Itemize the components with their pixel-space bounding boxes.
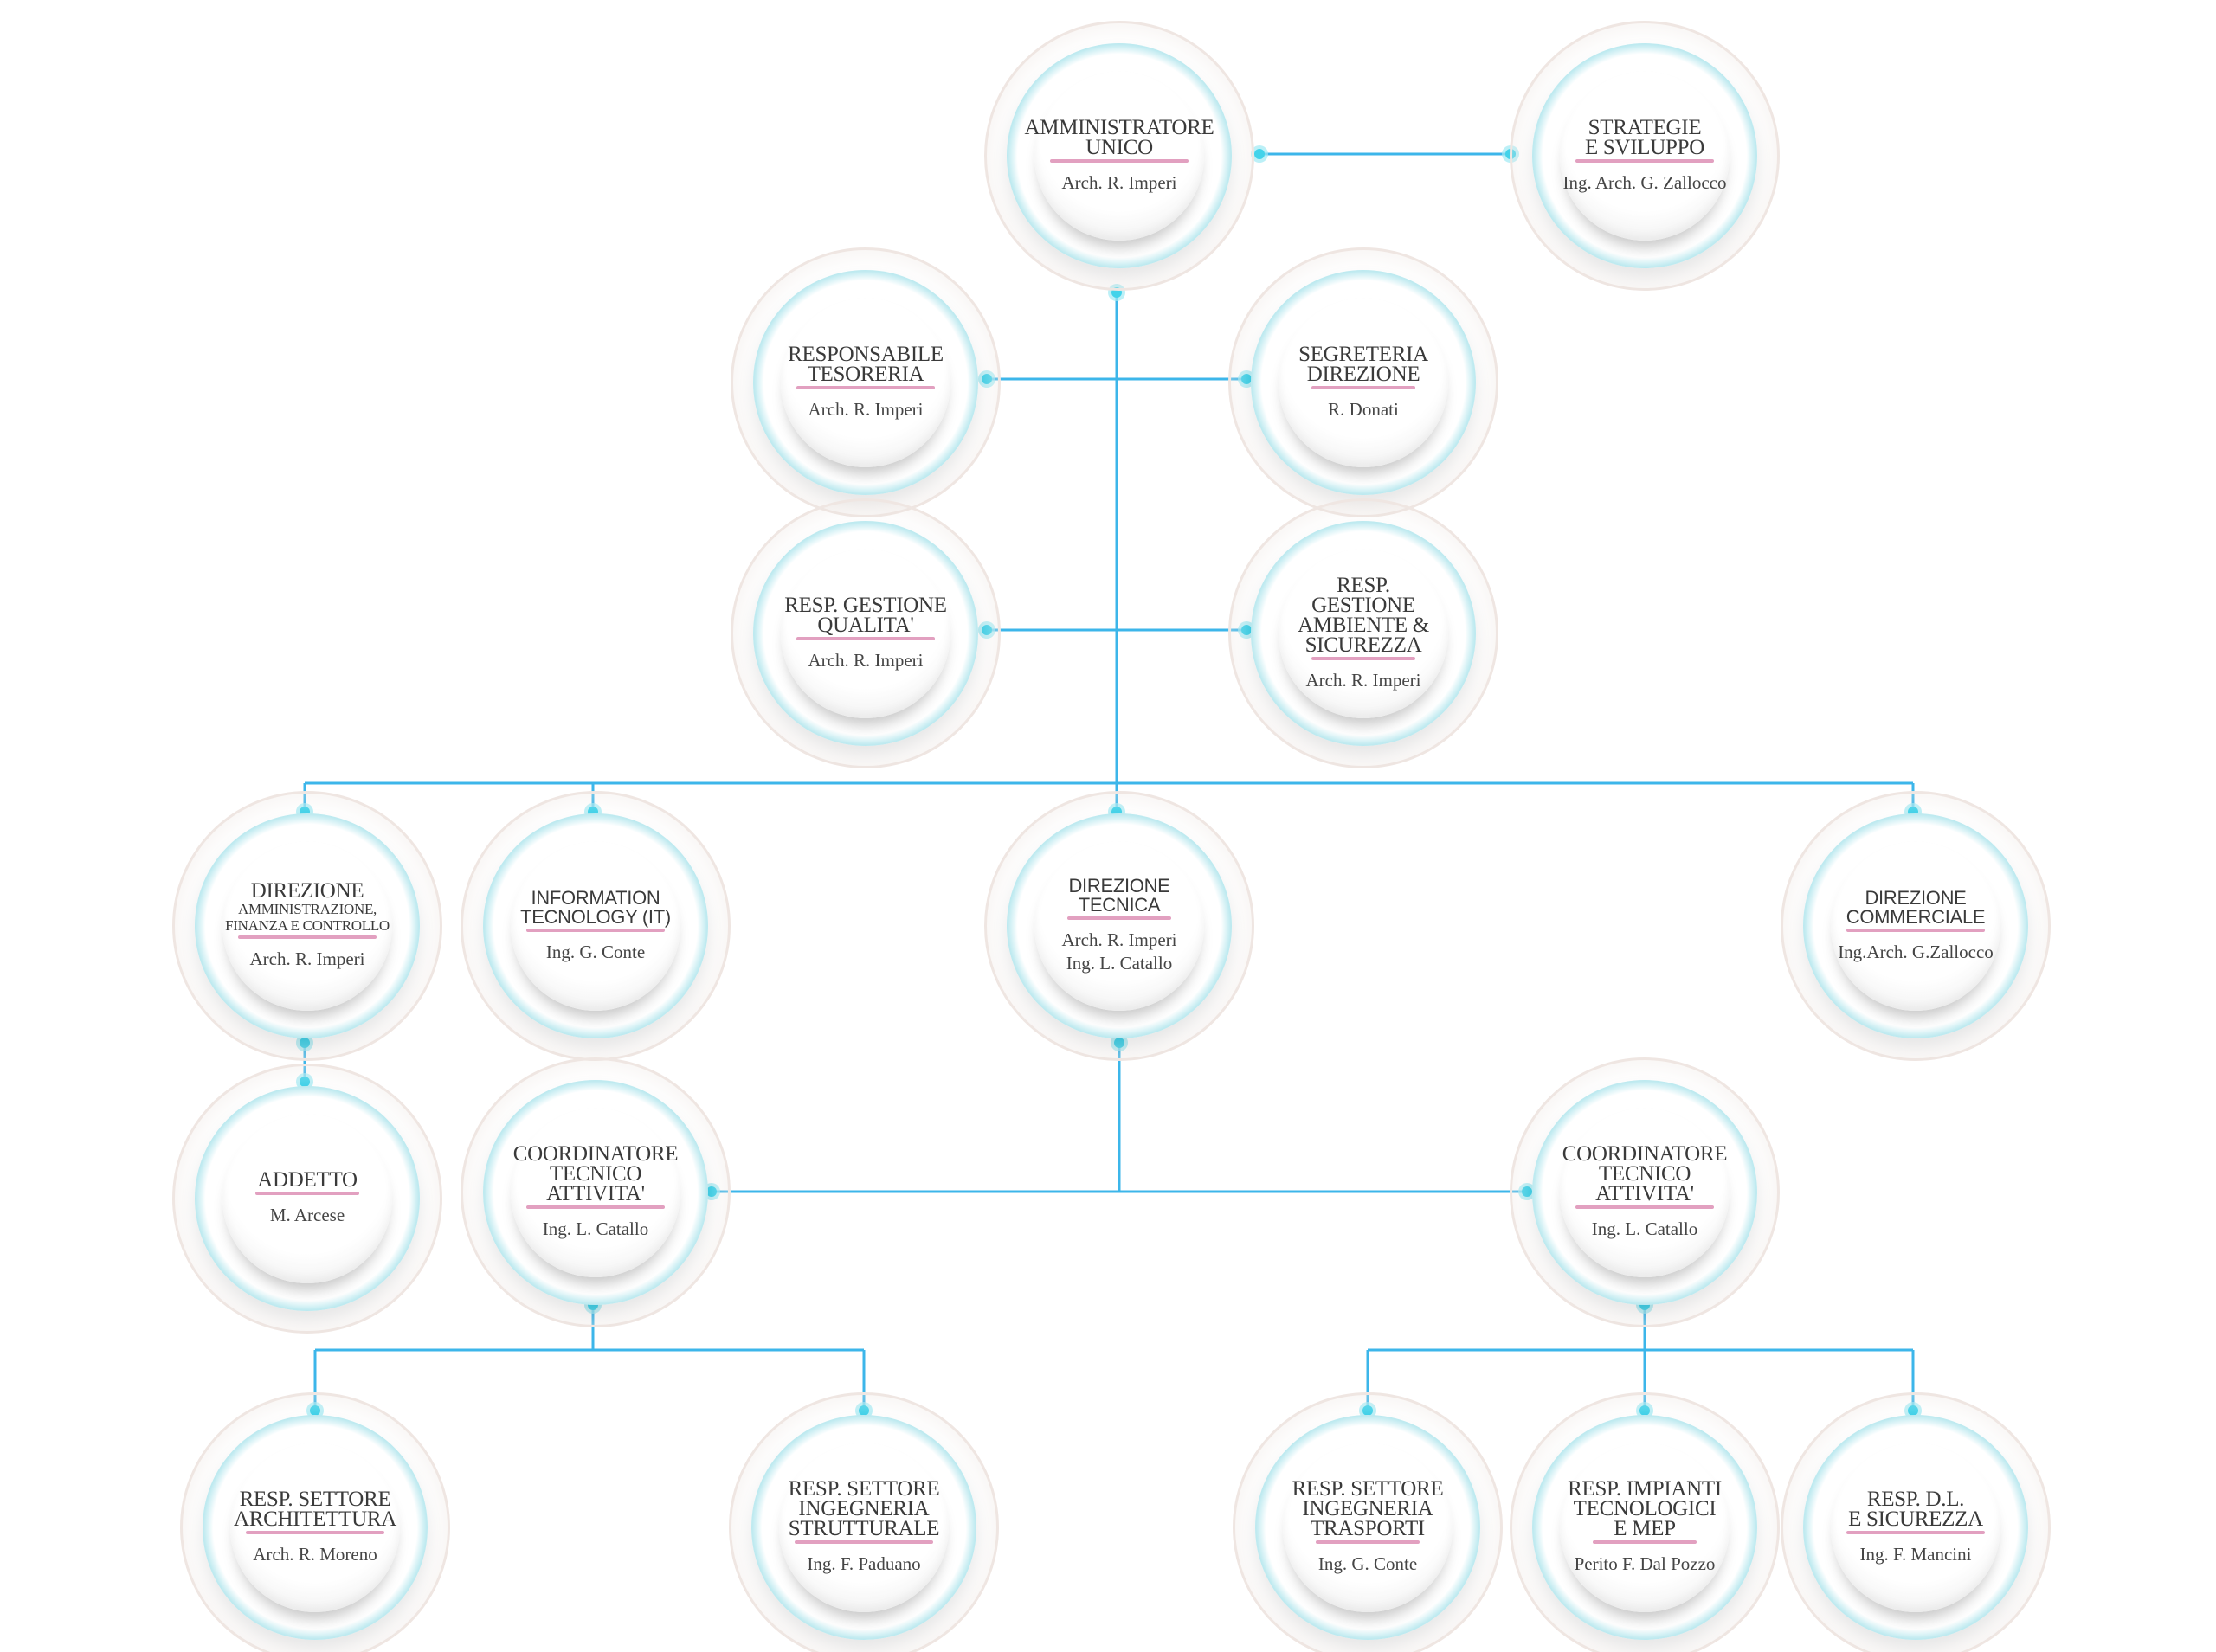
node-person: Ing. F. Paduano	[807, 1553, 921, 1574]
node-person: Arch. R. Imperi	[808, 398, 924, 420]
node-title: RESP. GESTIONE QUALITA'	[784, 593, 947, 637]
title-underline	[1311, 385, 1415, 389]
node-resp-dl-sicurezza: RESP. D.L. E SICUREZZA Ing. F. Mancini	[1781, 1392, 2051, 1652]
node-person: Arch. R. Imperi	[249, 948, 365, 969]
node-person: Ing. L. Catallo	[542, 1218, 649, 1239]
title-underline	[1593, 1540, 1697, 1544]
node-resp-settore-trasporti: RESP. SETTORE INGEGNERIA TRASPORTI Ing. …	[1233, 1392, 1503, 1652]
node-strategie-sviluppo: STRATEGIE E SVILUPPO Ing. Arch. G. Zallo…	[1510, 21, 1780, 291]
node-addetto: ADDETTO M. Arcese	[172, 1064, 442, 1334]
node-person: M. Arcese	[269, 1205, 345, 1225]
title-underline	[795, 1540, 933, 1544]
node-title: AMMINISTRATORE UNICO	[1024, 115, 1214, 159]
title-underline	[255, 1192, 359, 1195]
node-person: Arch. R. Imperi Ing. L. Catallo	[1061, 929, 1177, 974]
title-underline	[526, 928, 665, 932]
title-underline	[796, 636, 935, 640]
title-underline	[1846, 1530, 1985, 1534]
node-amministratore-unico: AMMINISTRATORE UNICO Arch. R. Imperi	[984, 21, 1254, 291]
node-coordinatore-tecnico-2: COORDINATORE TECNICO ATTIVITA' Ing. L. C…	[1510, 1057, 1780, 1327]
node-resp-impianti-mep: RESP. IMPIANTI TECNOLOGICI E MEP Perito …	[1510, 1392, 1780, 1652]
title-underline	[526, 1205, 665, 1209]
title-underline	[796, 385, 935, 389]
node-title: SEGRETERIA DIREZIONE	[1298, 342, 1428, 386]
node-segreteria-direzione: SEGRETERIA DIREZIONE R. Donati	[1228, 247, 1498, 517]
node-resp-gestione-ambiente-sicurezza: RESP. GESTIONE AMBIENTE & SICUREZZA Arch…	[1228, 498, 1498, 768]
title-underline	[1575, 158, 1714, 163]
node-person: Arch. R. Moreno	[253, 1543, 377, 1565]
node-person: Arch. R. Imperi	[1305, 669, 1421, 691]
node-direzione-commerciale: DIREZIONE COMMERCIALE Ing.Arch. G.Zalloc…	[1781, 791, 2051, 1061]
node-title: DIREZIONE COMMERCIALE	[1846, 886, 1986, 928]
node-person: Ing.Arch. G.Zallocco	[1838, 941, 1994, 962]
node-person: Ing. G. Conte	[545, 941, 646, 962]
node-person: Ing. F. Mancini	[1859, 1543, 1972, 1565]
node-person: Ing. G. Conte	[1317, 1553, 1418, 1574]
node-direzione-tecnica: DIREZIONE TECNICA Arch. R. Imperi Ing. L…	[984, 791, 1254, 1061]
node-title: RESP. D.L. E SICUREZZA	[1848, 1487, 1983, 1531]
node-title: DIREZIONE	[250, 879, 364, 903]
title-underline	[1311, 656, 1415, 660]
node-title: RESPONSABILE TESORERIA	[788, 342, 944, 386]
node-title: INFORMATION TECNOLOGY (IT)	[520, 886, 671, 928]
title-underline	[246, 1530, 384, 1534]
node-information-tecnology: INFORMATION TECNOLOGY (IT) Ing. G. Conte	[461, 791, 731, 1061]
node-resp-settore-architettura: RESP. SETTORE ARCHITETTURA Arch. R. More…	[180, 1392, 450, 1652]
node-title: RESP. SETTORE INGEGNERIA TRASPORTI	[1292, 1477, 1444, 1540]
node-person: Arch. R. Imperi	[808, 649, 924, 671]
node-title: RESP. SETTORE ARCHITETTURA	[233, 1487, 397, 1531]
title-underline	[1050, 158, 1189, 163]
node-person: Perito F. Dal Pozzo	[1574, 1553, 1716, 1574]
node-direzione-amministrazione: DIREZIONE AMMINISTRAZIONE, FINANZA E CON…	[172, 791, 442, 1061]
title-underline	[1067, 916, 1171, 920]
node-title: STRATEGIE E SVILUPPO	[1585, 115, 1704, 159]
node-title: RESP. GESTIONE AMBIENTE & SICUREZZA	[1298, 573, 1429, 657]
node-person: Arch. R. Imperi	[1061, 171, 1177, 193]
node-resp-settore-strutturale: RESP. SETTORE INGEGNERIA STRUTTURALE Ing…	[729, 1392, 999, 1652]
node-responsabile-tesoreria: RESPONSABILE TESORERIA Arch. R. Imperi	[731, 247, 1001, 517]
node-title: DIREZIONE TECNICA	[1068, 875, 1170, 916]
node-title: ADDETTO	[257, 1168, 358, 1192]
node-title: RESP. IMPIANTI TECNOLOGICI E MEP	[1568, 1477, 1722, 1540]
node-person: Ing. L. Catallo	[1591, 1218, 1698, 1239]
title-underline	[238, 935, 377, 939]
node-title: RESP. SETTORE INGEGNERIA STRUTTURALE	[788, 1477, 940, 1540]
node-coordinatore-tecnico-1: COORDINATORE TECNICO ATTIVITA' Ing. L. C…	[461, 1057, 731, 1327]
node-title: COORDINATORE TECNICO ATTIVITA'	[512, 1142, 679, 1205]
title-underline	[1316, 1540, 1420, 1544]
title-underline	[1575, 1205, 1714, 1209]
node-person: Ing. Arch. G. Zallocco	[1562, 171, 1727, 193]
node-subtitle: AMMINISTRAZIONE, FINANZA E CONTROLLO	[225, 901, 390, 934]
title-underline	[1846, 928, 1985, 932]
node-resp-gestione-qualita: RESP. GESTIONE QUALITA' Arch. R. Imperi	[731, 498, 1001, 768]
node-person: R. Donati	[1328, 398, 1399, 420]
node-title: COORDINATORE TECNICO ATTIVITA'	[1562, 1142, 1728, 1205]
